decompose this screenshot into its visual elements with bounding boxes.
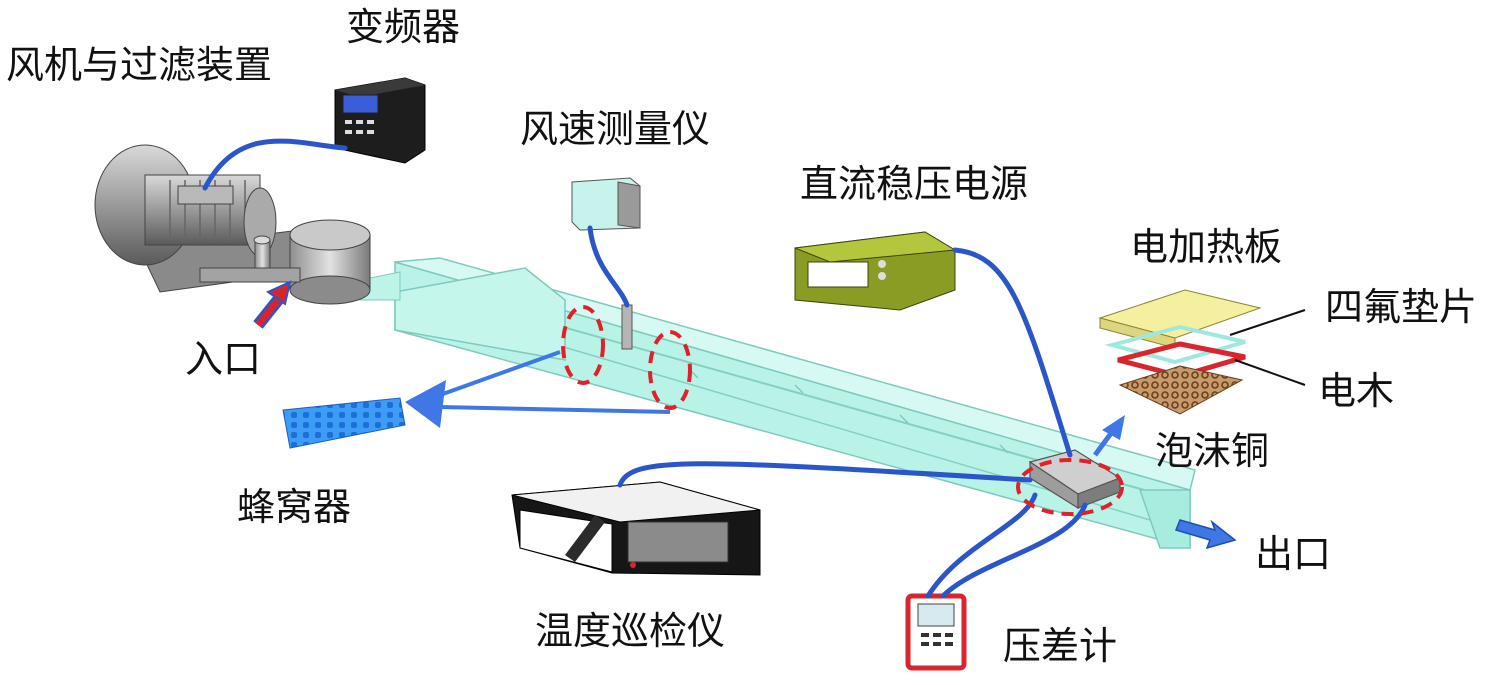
honeycomb-straightener [282, 397, 406, 449]
label-honeycomb: 蜂窝器 [237, 485, 352, 529]
label-manometer: 压差计 [1003, 624, 1118, 668]
measurement-point-markers [561, 305, 1124, 516]
label-heater-plate: 电加热板 [1130, 225, 1283, 269]
signal-cables [202, 138, 1088, 599]
heater-pointer-arrow [1092, 415, 1125, 457]
anemometer-device [571, 177, 641, 350]
inlet-arrow [253, 280, 292, 329]
fan-filter-unit [94, 144, 371, 305]
wind-tunnel-duct [359, 257, 1196, 549]
label-dc-power: 直流稳压电源 [800, 162, 1029, 206]
label-inlet: 入口 [185, 337, 262, 381]
temperature-logger [511, 481, 761, 576]
dc-power-supply [794, 231, 957, 311]
label-fan-filter: 风机与过滤装置 [6, 43, 273, 87]
label-copper-foam: 泡沫铜 [1155, 429, 1270, 473]
differential-manometer [905, 593, 967, 671]
heater-assembly [1098, 289, 1306, 415]
outlet-arrow [1174, 519, 1237, 550]
label-bakelite: 电木 [1318, 369, 1395, 413]
test-section-block [1028, 449, 1122, 510]
label-ptfe-gasket: 四氟垫片 [1325, 285, 1478, 329]
label-anemometer: 风速测量仪 [520, 107, 711, 151]
inverter-box [334, 77, 426, 164]
label-inverter: 变频器 [346, 5, 461, 49]
honeycomb-pointer-arrows [405, 350, 671, 428]
label-outlet: 出口 [1255, 532, 1332, 576]
label-temp-logger: 温度巡检仪 [535, 609, 726, 653]
